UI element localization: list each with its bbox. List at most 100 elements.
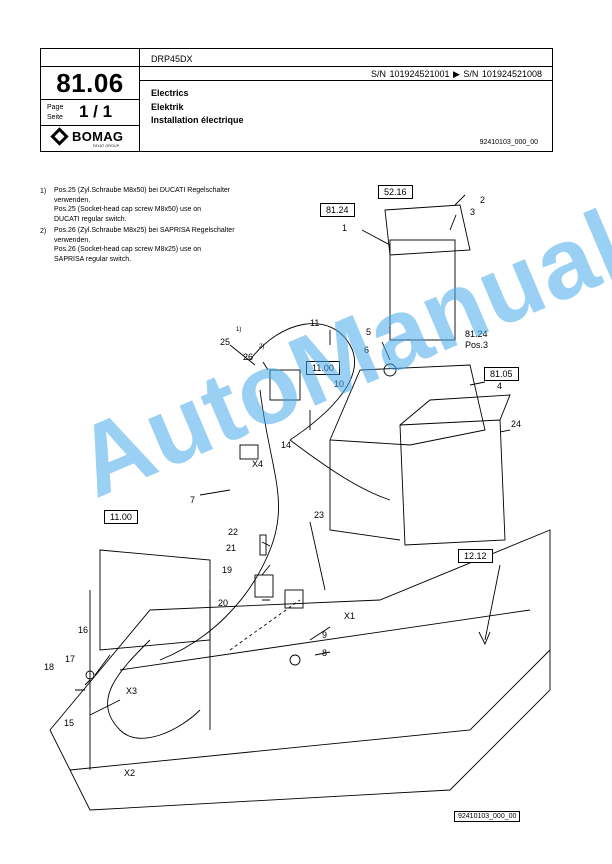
callout: 1 (342, 223, 348, 233)
title-de: Elektrik (151, 101, 184, 112)
callout: 7 (190, 495, 196, 505)
footer-doc-number: 92410103_000_00 (454, 811, 521, 822)
callout: 24 (511, 419, 522, 429)
chapter-number: 81.06 (56, 68, 124, 98)
leader-line (75, 194, 511, 716)
ref-box: 52.16 (378, 185, 413, 199)
pad (284, 589, 304, 609)
callout-sup: 1) (236, 327, 242, 333)
footnote: 1) Pos.25 (Zyl.Schraube M8x50) bei DUCAT… (40, 186, 235, 224)
footnote-line: Pos.26 (Socket-head cap screw M8x25) use… (54, 246, 202, 253)
callout: 16 (78, 625, 89, 635)
callout-sup: 2) (259, 344, 265, 350)
callout: X4 (252, 459, 264, 469)
footnote-line: verwenden. (54, 196, 91, 204)
model-name: DRP45DX (151, 54, 193, 64)
logo-text: BOMAG (72, 129, 124, 144)
callout: 26 (243, 352, 254, 362)
title-en: Electrics (151, 88, 189, 98)
footnote-line: SAPRISA regular switch. (54, 255, 132, 263)
exploded-parts-drawing (49, 194, 551, 811)
battery-box (399, 419, 506, 546)
callout: 19 (222, 565, 233, 575)
battery-top (399, 394, 511, 426)
callout: 3 (470, 207, 476, 217)
callout: 10 (334, 379, 345, 389)
header-divider (41, 66, 552, 67)
callout: 20 (218, 598, 229, 608)
nut (289, 654, 301, 666)
footnote-line: DUCATI regular switch. (54, 215, 127, 223)
doc-number: 92410103_000_00 (479, 139, 538, 146)
ref-box: 81.24 Pos.3 (465, 329, 489, 350)
engine-housing (99, 549, 211, 651)
ref-box: 81.24 (320, 203, 355, 217)
page-label: Page Seite (47, 103, 63, 123)
callout: 15 (64, 718, 75, 728)
ref-box: 12.12 (458, 549, 493, 563)
bomag-logo-icon (50, 127, 69, 146)
footnote-line: Pos.26 (Zyl.Schraube M8x25) bei SAPRISA … (54, 227, 235, 234)
callout: 8 (322, 648, 328, 658)
section-titles: Electrics Elektrik Installation électriq… (151, 87, 244, 128)
grommet (85, 670, 95, 680)
machine-frame (49, 529, 551, 811)
sensor-block (269, 369, 301, 401)
callout: X1 (344, 611, 356, 621)
logo-subtext: FAYAT GROUP (93, 144, 120, 148)
callout: 17 (65, 654, 76, 664)
callout: 14 (281, 440, 292, 450)
callout: 6 (364, 345, 370, 355)
connector (239, 444, 259, 460)
battery-tray (329, 364, 486, 446)
callout: 4 (497, 381, 503, 391)
pointer-arrow (478, 564, 501, 646)
header-divider (139, 80, 552, 81)
ref-box: 11.00 (104, 510, 138, 524)
footnotes: 1) Pos.25 (Zyl.Schraube M8x50) bei DUCAT… (40, 186, 235, 266)
footnote-number: 2) (40, 228, 47, 235)
page-label-de: Seite (47, 114, 63, 121)
callout: 9 (322, 630, 328, 640)
callout: 5 (366, 327, 372, 337)
bolt (259, 534, 267, 556)
cable-dashed (229, 599, 301, 651)
cable (107, 639, 201, 739)
header-block: 81.06 Page Seite 1 / 1 BOMAG FAYAT GROUP… (40, 48, 553, 152)
header-divider (139, 49, 140, 151)
footnote-line: Pos.25 (Socket-head cap screw M8x50) use… (54, 206, 202, 213)
footnote-number: 1) (40, 188, 47, 195)
serial-range: S/N 101924521001 ▶ S/N 101924521008 (370, 69, 542, 79)
regulator-switch (389, 239, 456, 341)
ref-box: 11.00 (306, 361, 340, 375)
cable (249, 323, 356, 441)
frame-rail (119, 609, 531, 671)
title-fr: Installation électrique (151, 115, 244, 125)
callout: 23 (314, 510, 325, 520)
callout: 2 (480, 195, 486, 205)
tray-side (329, 440, 401, 541)
callout: 18 (44, 662, 55, 672)
footnote-line: verwenden. (54, 236, 91, 244)
bomag-logo: BOMAG FAYAT GROUP (50, 127, 133, 150)
clamp (254, 574, 274, 598)
callout: X3 (126, 686, 138, 696)
footnote: 2) Pos.26 (Zyl.Schraube M8x25) bei SAPRI… (40, 226, 235, 264)
callout: 21 (226, 543, 237, 553)
washer (383, 363, 397, 377)
cable (159, 389, 279, 661)
regulator-mount (384, 204, 471, 256)
page-label-en: Page (47, 104, 64, 111)
header-divider (41, 125, 139, 126)
frame-rail (69, 649, 551, 771)
callout: 25 (220, 337, 231, 347)
callout: 11 (310, 318, 320, 328)
ref-box: 81.05 (484, 367, 519, 381)
page-number: 1 / 1 (79, 102, 113, 121)
header-divider (41, 99, 139, 100)
callout: X2 (124, 768, 136, 778)
callout: 22 (228, 527, 239, 537)
cable (289, 439, 391, 501)
frame-panel (89, 590, 211, 770)
footnote-line: Pos.25 (Zyl.Schraube M8x50) bei DUCATI R… (54, 187, 231, 194)
